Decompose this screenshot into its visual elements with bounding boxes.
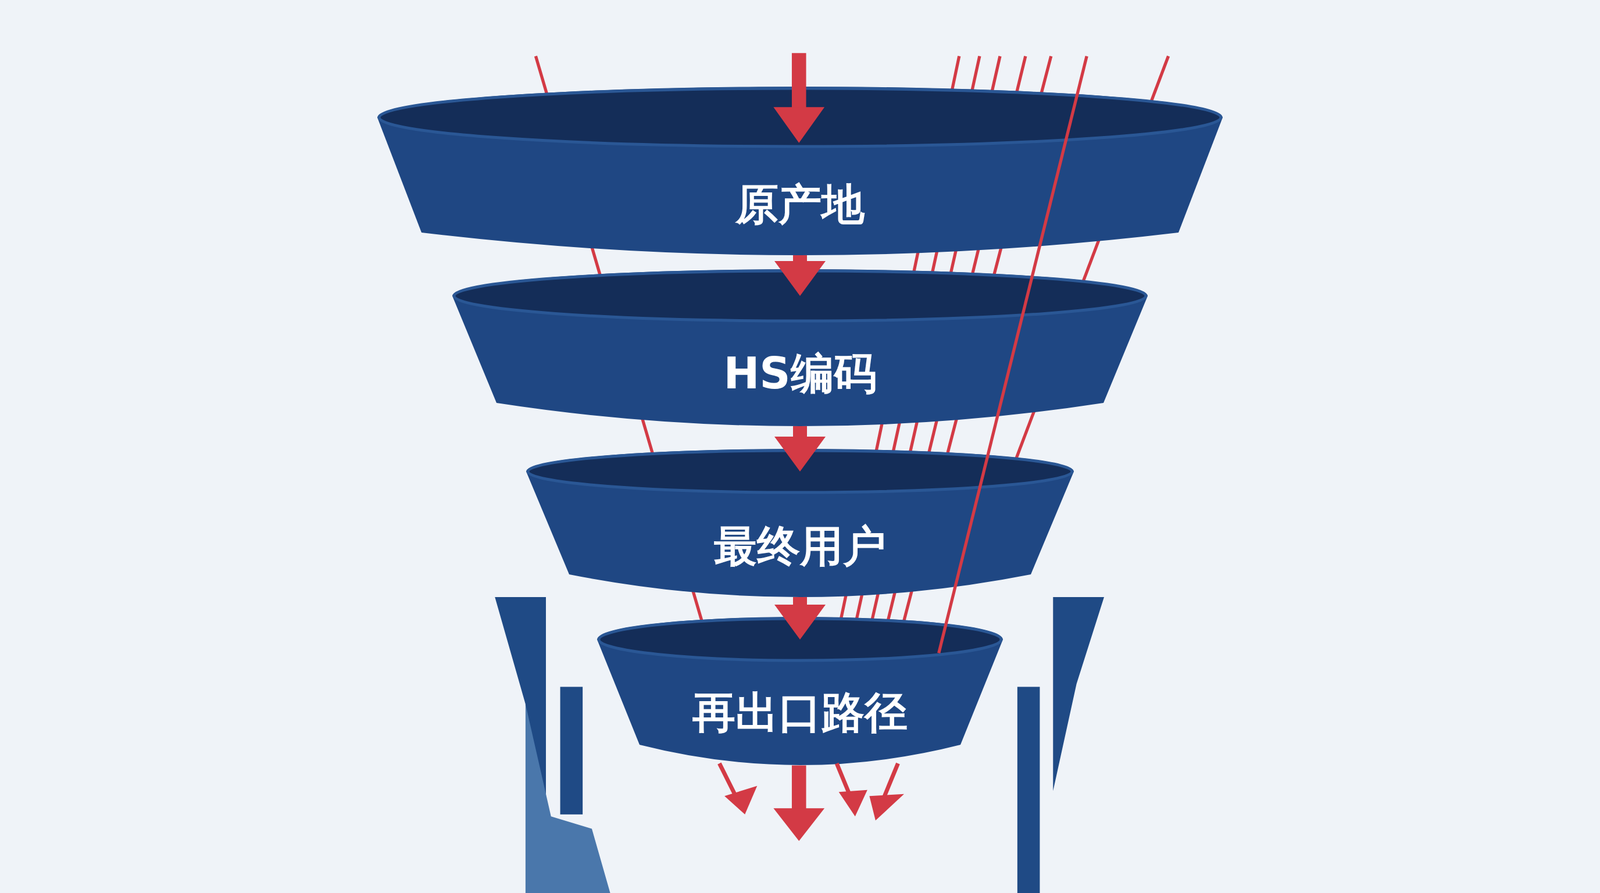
output-arrow xyxy=(719,763,737,799)
output-arrow xyxy=(836,763,852,799)
funnel-label: 原产地 xyxy=(377,177,1223,231)
funnel-opening xyxy=(527,450,1073,493)
funnel-band: 再出口路径 xyxy=(597,639,1003,766)
output-arrow xyxy=(883,763,899,799)
funnel-band: 最终用户 xyxy=(526,471,1074,598)
funnel-body xyxy=(377,86,1223,256)
funnel-opening xyxy=(598,618,1002,661)
funnel-band: 原产地 xyxy=(377,117,1223,256)
funnel-body xyxy=(452,269,1148,427)
funnel-label: HS编码 xyxy=(452,347,1148,400)
funnel-band: HS编码 xyxy=(452,295,1148,427)
output-arrow xyxy=(838,790,868,817)
arrow-shaft xyxy=(793,426,807,440)
funnel-label: 最终用户 xyxy=(526,519,1074,573)
arrow-shaft xyxy=(793,597,807,608)
funnel-opening xyxy=(379,88,1221,147)
output-arrow xyxy=(773,808,825,841)
funnel-body xyxy=(526,448,1074,598)
side-pillar xyxy=(1052,597,1105,792)
output-arrow xyxy=(791,765,807,812)
arrow-shaft xyxy=(793,255,807,264)
side-bar xyxy=(560,686,584,814)
side-bar xyxy=(1017,686,1041,893)
funnel-label: 再出口路径 xyxy=(597,686,1003,739)
funnel-body xyxy=(597,616,1003,766)
funnel-opening xyxy=(454,270,1146,321)
output-arrow xyxy=(869,794,905,821)
output-arrow xyxy=(724,786,757,815)
